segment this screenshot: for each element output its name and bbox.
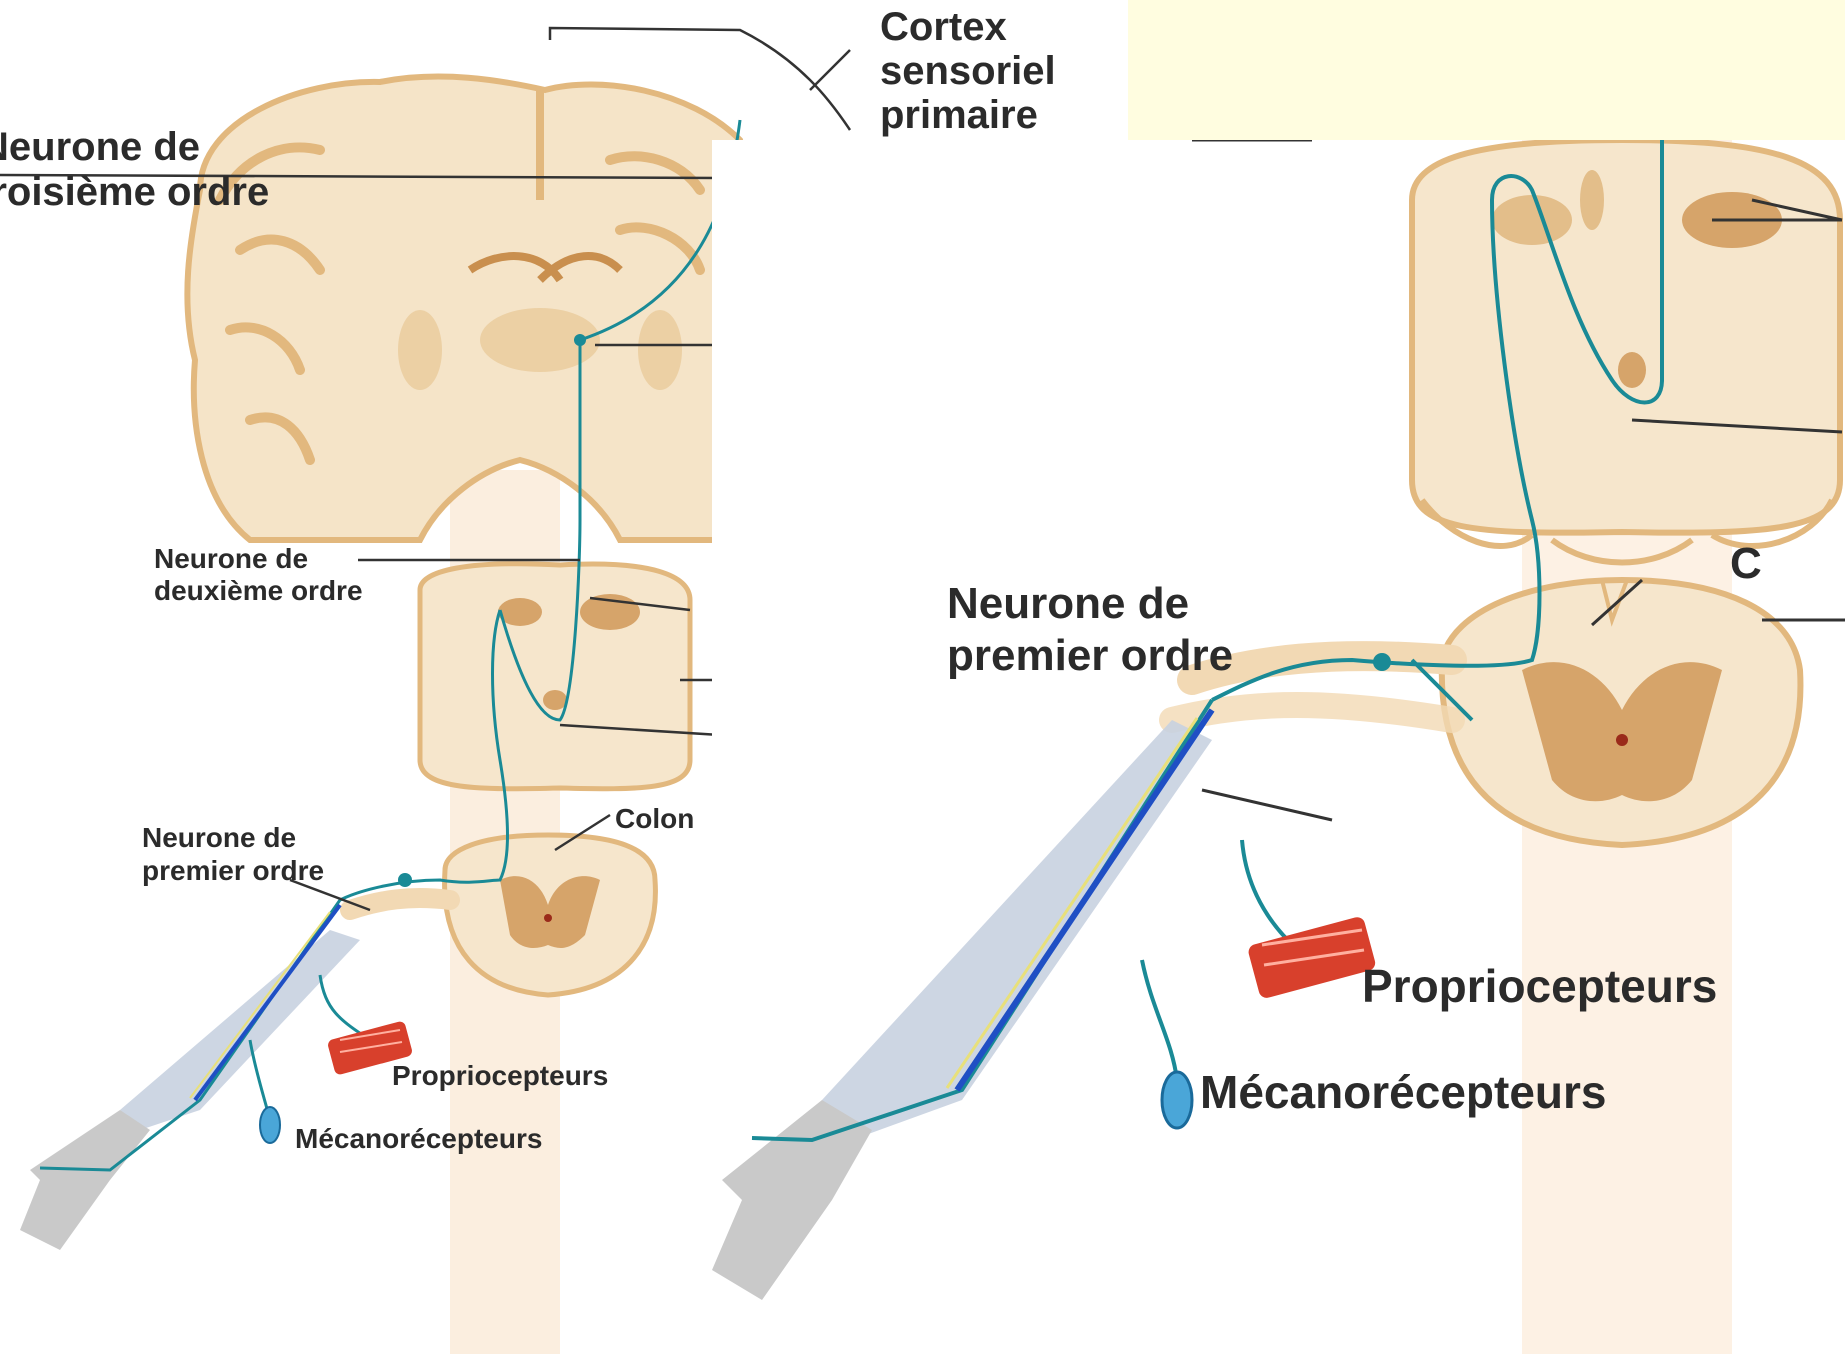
zoomed-proprioceptors-label: Propriocepteurs — [1362, 960, 1717, 1012]
medulla-section — [420, 564, 690, 789]
first-order-label-line2: premier ordre — [142, 855, 324, 886]
zoomed-column-label: C — [1730, 539, 1762, 588]
spinal-cord-section — [445, 835, 656, 995]
cortex-label-line2: sensoriel — [880, 49, 1056, 93]
proprioceptors-label: Propriocepteurs — [392, 1060, 608, 1091]
zoomed-medulla-section — [1412, 140, 1840, 563]
zoomed-first-order-label-line2: premier ordre — [947, 631, 1233, 680]
first-order-label-line1: Neurone de — [142, 822, 296, 853]
mechanoreceptor-capsule — [260, 1107, 280, 1143]
cortex-label-line1: Cortex — [880, 5, 1007, 49]
zoomed-mechanoreceptor-capsule — [1162, 1072, 1192, 1128]
hand-shape — [20, 1110, 150, 1250]
zoomed-mechanoreceptors-label: Mécanorécepteurs — [1200, 1066, 1607, 1118]
second-order-label-line1: Neurone de — [154, 543, 308, 574]
third-order-label-line1: Neurone de — [0, 125, 200, 169]
third-order-label-line2: troisième ordre — [0, 170, 269, 214]
second-order-label-line2: deuxième ordre — [154, 575, 363, 606]
brain-section — [187, 77, 748, 540]
zoomed-spinal-cord-section — [1442, 580, 1801, 845]
note-box — [1128, 0, 1845, 140]
mechanoreceptors-label: Mécanorécepteurs — [295, 1123, 542, 1154]
cortex-label-line3: primaire — [880, 93, 1038, 137]
column-label: Colon — [615, 803, 694, 834]
zoomed-proprioceptor-muscle — [1247, 915, 1377, 999]
zoomed-first-order-label-line1: Neurone de — [947, 579, 1189, 628]
